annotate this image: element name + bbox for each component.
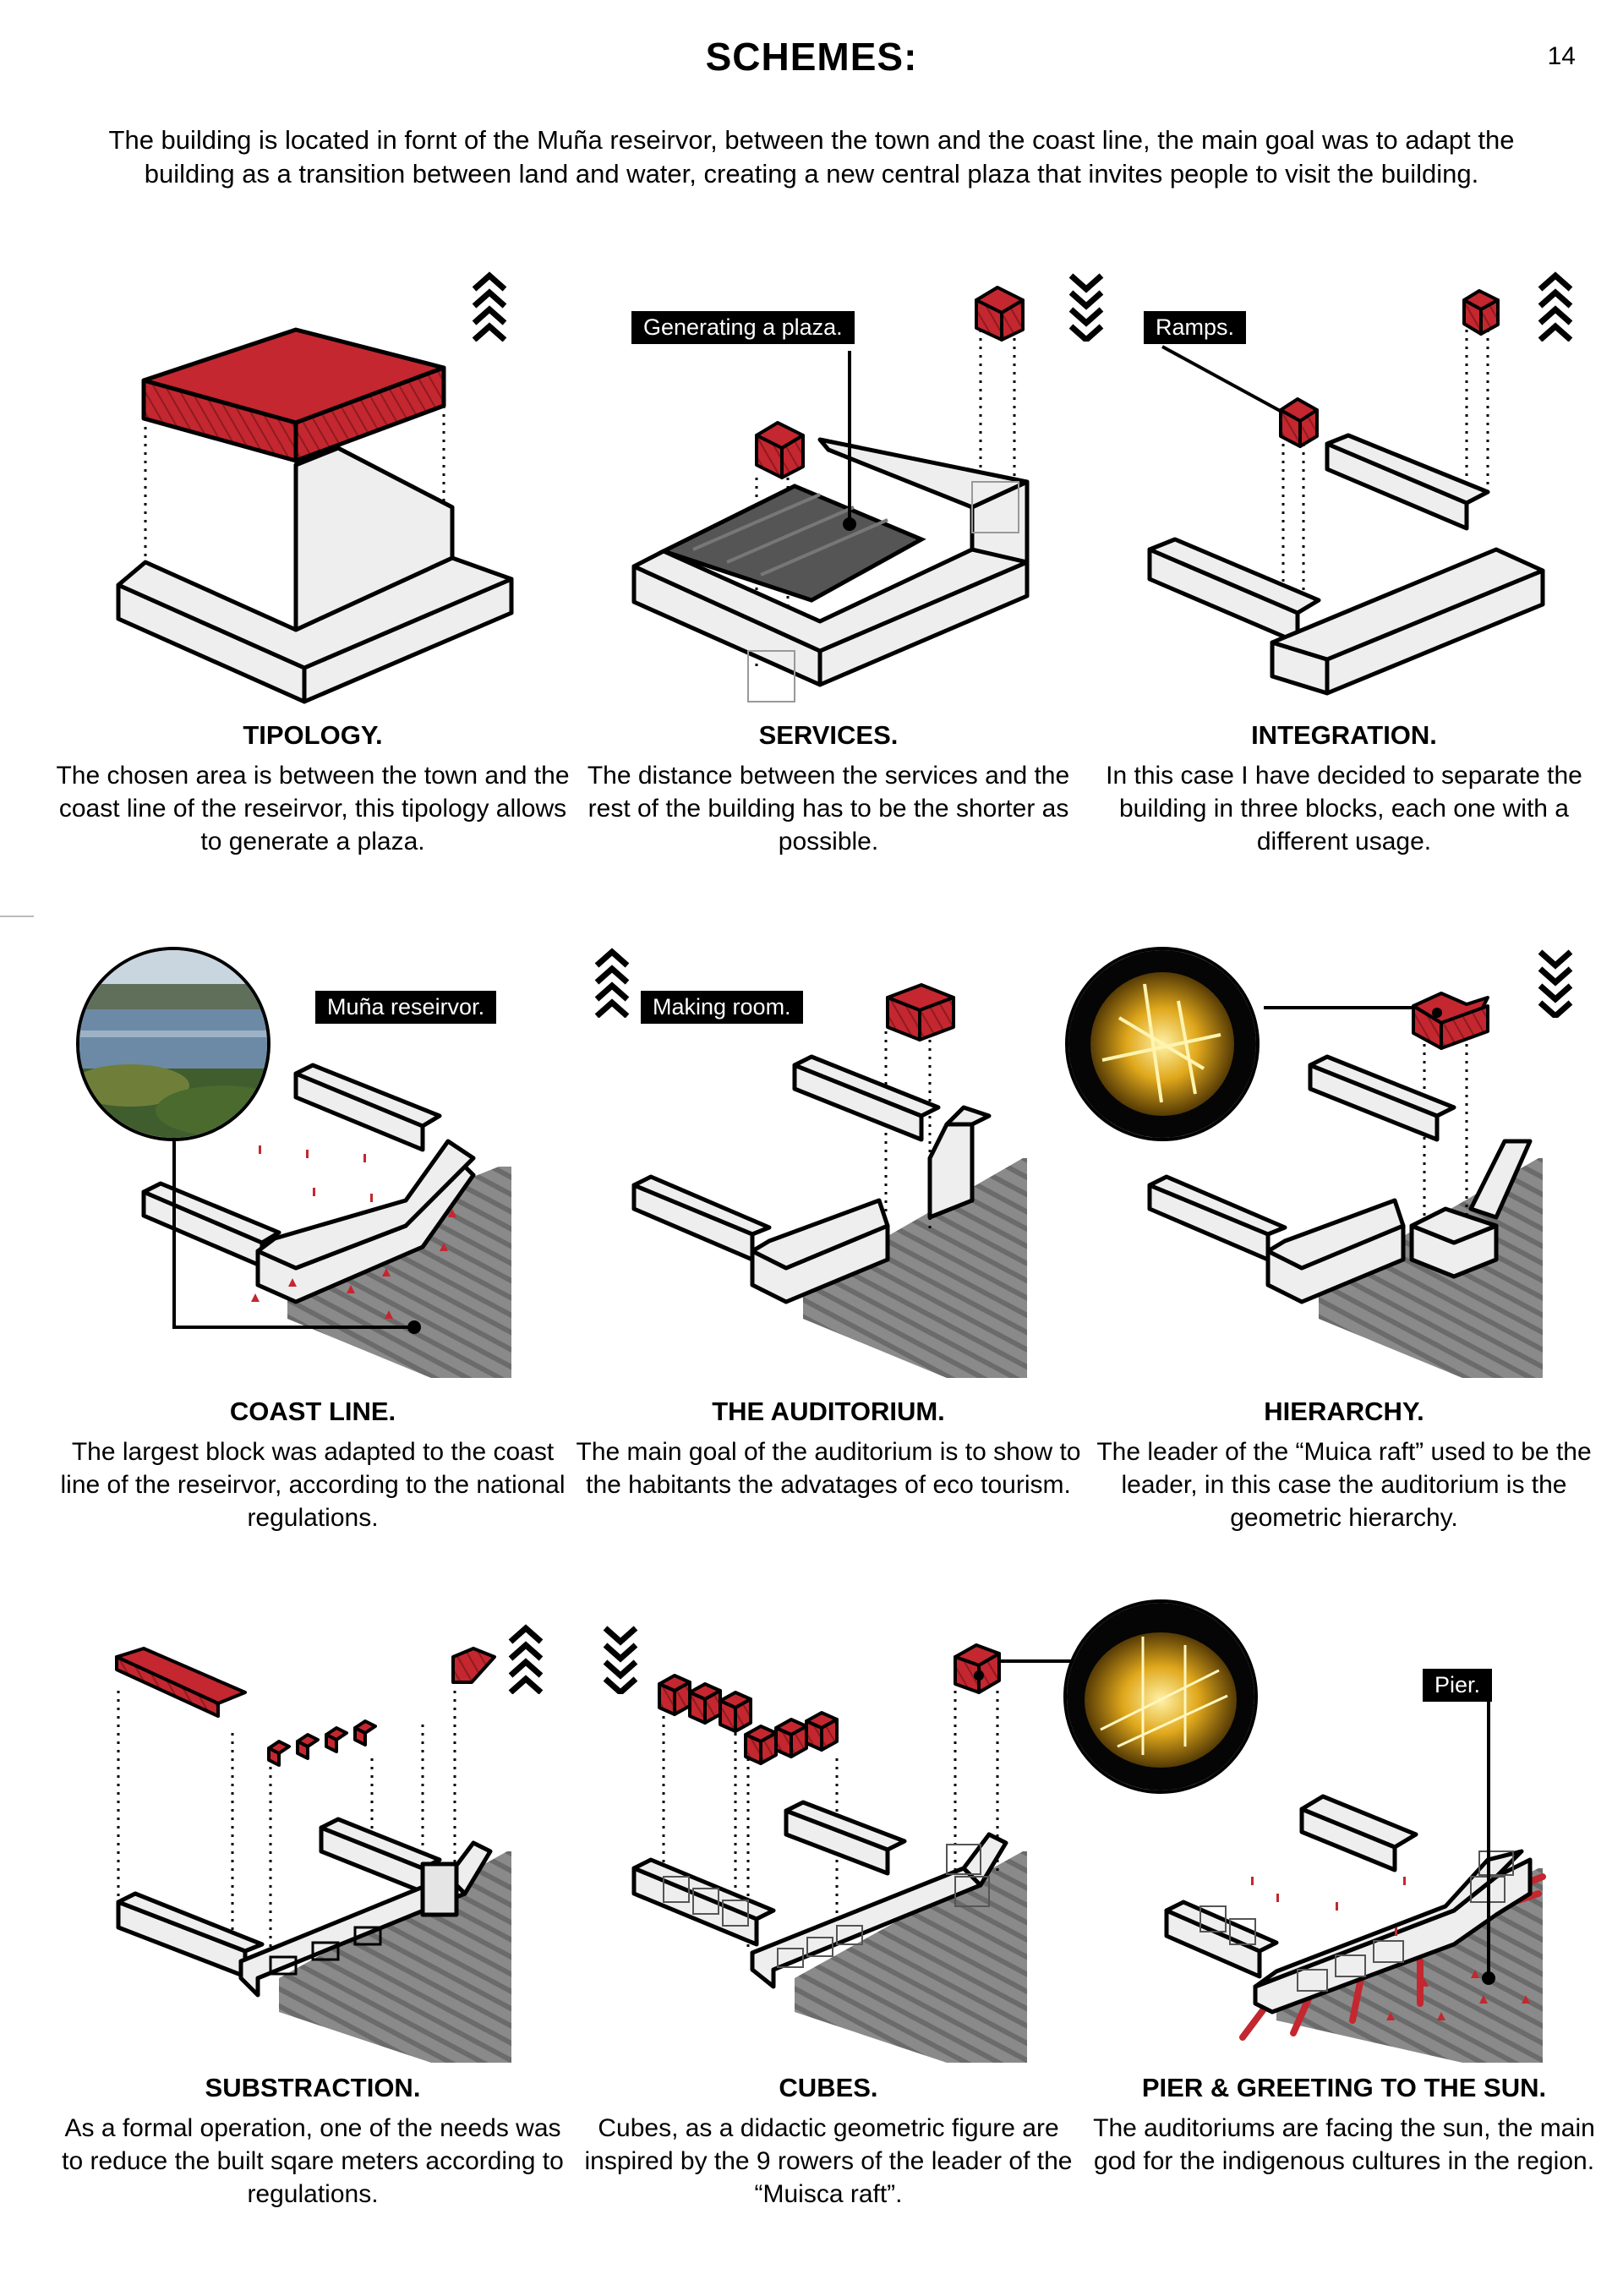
scheme-description: The leader of the “Muica raft” used to b… <box>1082 1435 1606 1534</box>
scheme-integration: Ramps. INTEGRATION. In this case I have … <box>1082 271 1606 930</box>
chevrons-up-icon <box>593 947 631 1018</box>
scheme-auditorium: Making room. THE AUDITORIUM. The main go… <box>566 947 1090 1606</box>
scheme-description: Cubes, as a didactic geometric figure ar… <box>566 2112 1090 2211</box>
scheme-title: THE AUDITORIUM. <box>566 1397 1090 1427</box>
chevrons-up-icon <box>1537 271 1574 342</box>
callout-label: Ramps. <box>1144 311 1246 344</box>
scheme-description: The auditoriums are facing the sun, the … <box>1082 2112 1606 2178</box>
scheme-hierarchy: HIERARCHY. The leader of the “Muica raft… <box>1082 947 1606 1606</box>
tipology-diagram <box>51 271 575 744</box>
reservoir-photo <box>76 947 270 1141</box>
scheme-description: In this case I have decided to separate … <box>1082 759 1606 858</box>
scheme-title: SUBSTRACTION. <box>51 2073 575 2103</box>
scheme-title: HIERARCHY. <box>1082 1397 1606 1427</box>
scheme-services: Generating a plaza. SERVICES. The distan… <box>566 271 1090 930</box>
callout-label: Muña reseirvor. <box>315 991 496 1024</box>
scheme-substraction: SUBSTRACTION. As a formal operation, one… <box>51 1623 575 2282</box>
scheme-title: COAST LINE. <box>51 1397 575 1427</box>
scheme-title: PIER & GREETING TO THE SUN. <box>1082 2073 1606 2103</box>
scheme-title: CUBES. <box>566 2073 1090 2103</box>
page-number: 14 <box>1548 42 1576 71</box>
scheme-description: The largest block was adapted to the coa… <box>51 1435 575 1534</box>
scheme-tipology: TIPOLOGY. The chosen area is between the… <box>51 271 575 930</box>
chevrons-up-icon <box>507 1623 544 1694</box>
substraction-diagram <box>51 1623 575 2096</box>
scheme-description: The main goal of the auditorium is to sh… <box>566 1435 1090 1501</box>
scheme-pier: Pier. PIER & GREETING TO THE SUN. The au… <box>1082 1623 1606 2282</box>
cubes-diagram <box>566 1623 1090 2096</box>
scheme-title: INTEGRATION. <box>1082 720 1606 751</box>
scheme-description: The distance between the services and th… <box>566 759 1090 858</box>
muisca-raft-photo <box>1065 947 1260 1141</box>
intro-text: The building is located in fornt of the … <box>85 123 1538 191</box>
chevrons-down-icon <box>602 1623 639 1694</box>
callout-label: Pier. <box>1423 1669 1492 1702</box>
margin-mark <box>0 916 34 917</box>
callout-label: Making room. <box>641 991 803 1024</box>
muisca-raft-photo <box>1063 1599 1258 1794</box>
scheme-description: As a formal operation, one of the needs … <box>51 2112 575 2211</box>
chevrons-up-icon <box>471 271 508 342</box>
scheme-description: The chosen area is between the town and … <box>51 759 575 858</box>
scheme-coast-line: Muña reseirvor. COAST LINE. The largest … <box>51 947 575 1606</box>
chevrons-down-icon <box>1537 947 1574 1018</box>
page-title: SCHEMES: <box>0 34 1623 79</box>
scheme-cubes: CUBES. Cubes, as a didactic geometric fi… <box>566 1623 1090 2282</box>
callout-label: Generating a plaza. <box>631 311 855 344</box>
scheme-title: TIPOLOGY. <box>51 720 575 751</box>
scheme-title: SERVICES. <box>566 720 1090 751</box>
